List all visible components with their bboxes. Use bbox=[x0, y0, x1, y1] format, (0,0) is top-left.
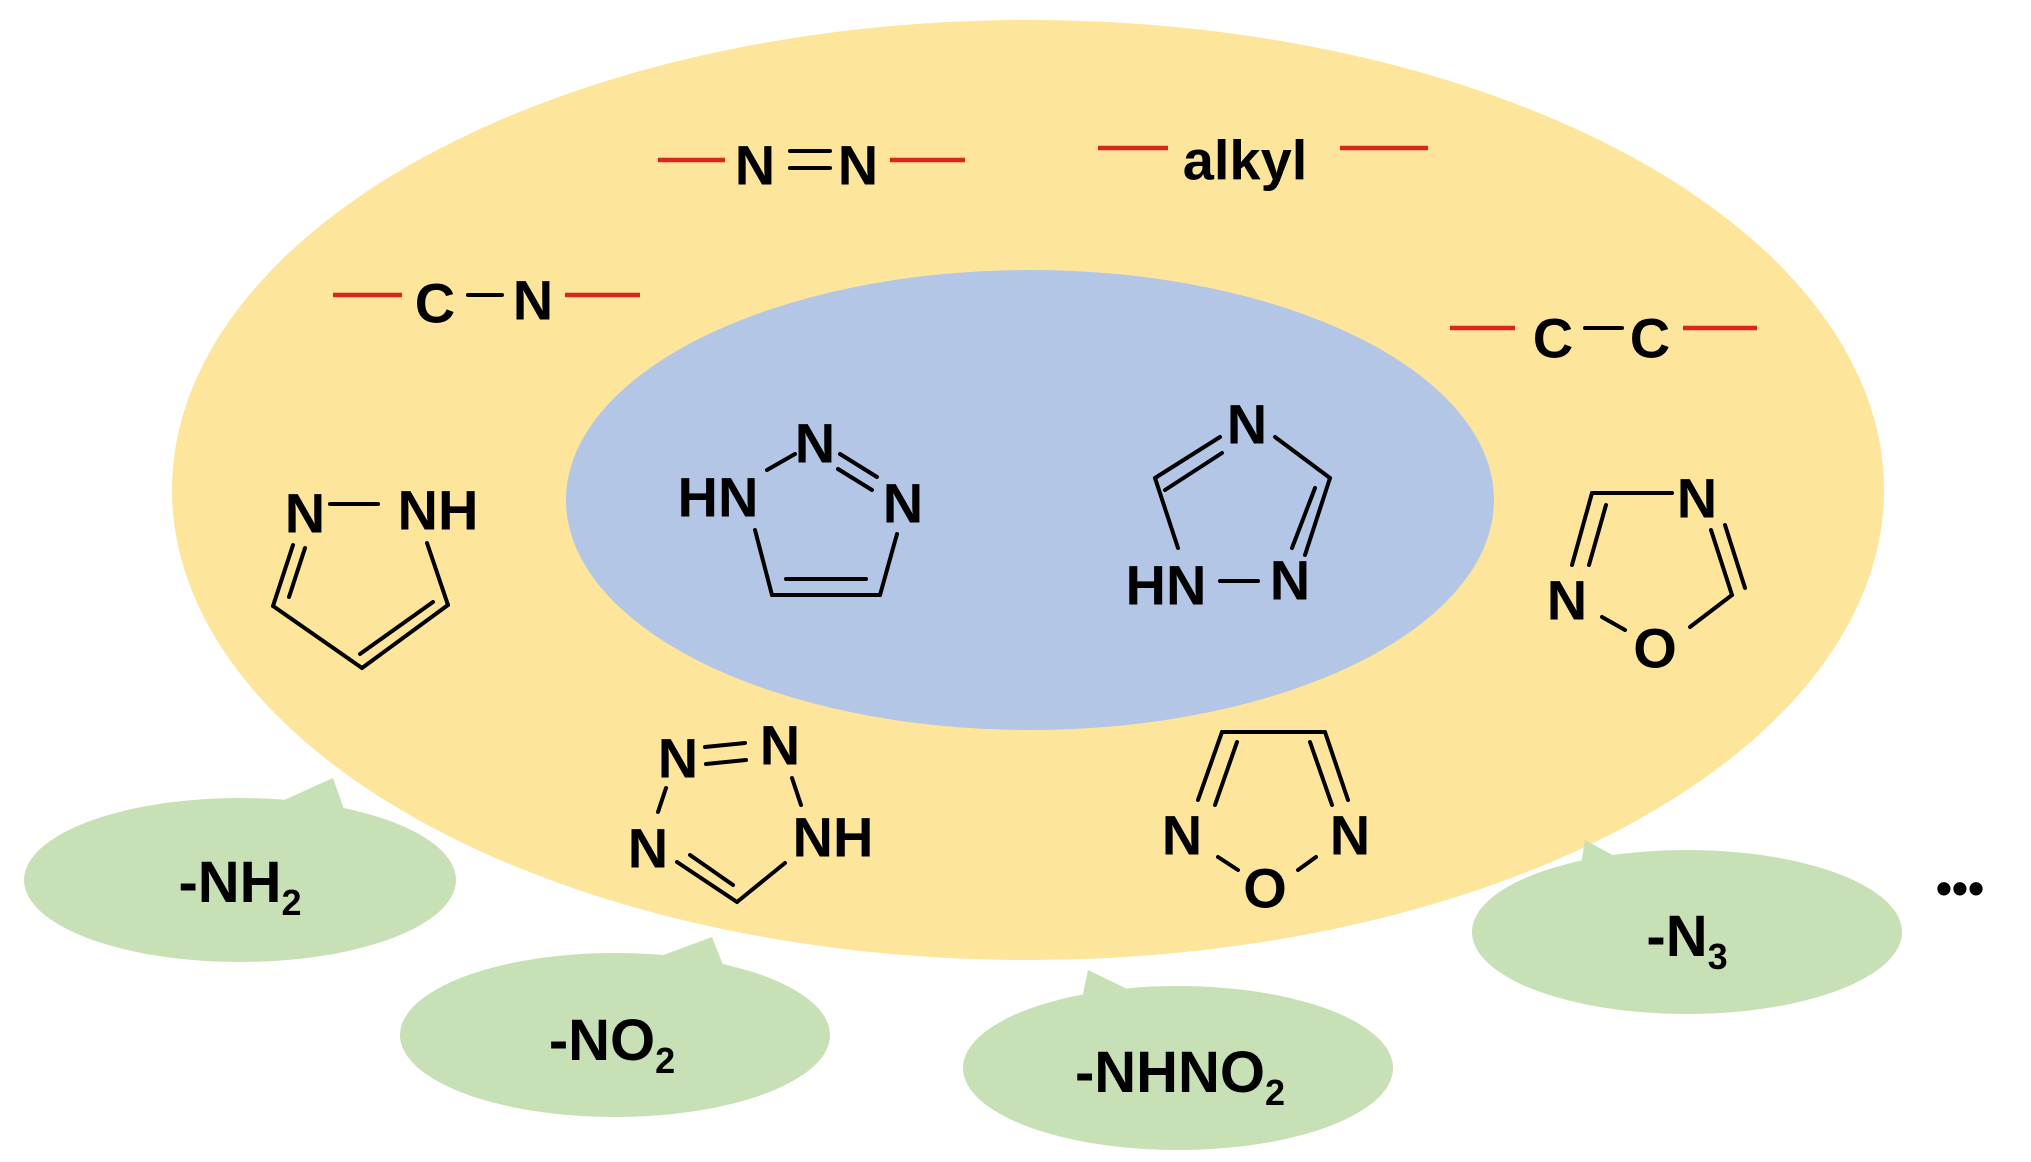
ring-triazole-124: N N HN bbox=[1126, 393, 1332, 617]
triazole123-atom-n1: N bbox=[795, 412, 835, 475]
cc-right-atom: C bbox=[1630, 307, 1670, 370]
group-label-n3: -N3 bbox=[1646, 904, 1727, 977]
group-label-nh2: -NH2 bbox=[178, 850, 301, 923]
oxadiazole-atom-o: O bbox=[1633, 617, 1677, 680]
bubble-nh2: -NH2 bbox=[24, 778, 456, 962]
azo-left-atom: N bbox=[735, 134, 775, 197]
ring-tetrazole: N N NH N bbox=[628, 714, 874, 904]
furazan-atom-o: O bbox=[1243, 857, 1287, 920]
oxadiazole-atom-n-left: N bbox=[1547, 569, 1587, 632]
ring-triazole-123: HN N N bbox=[678, 412, 923, 597]
azo-right-atom: N bbox=[838, 134, 878, 197]
ring-oxadiazole-124: N O N bbox=[1547, 467, 1747, 680]
group-label-no2: -NO2 bbox=[549, 1008, 675, 1081]
bubble-nhno2: -NHNO2 bbox=[963, 970, 1393, 1150]
cn-left-atom: C bbox=[415, 272, 455, 335]
triazole124-atom-n-right: N bbox=[1270, 549, 1310, 612]
ring-furazan: N N O bbox=[1162, 730, 1370, 920]
linker-cn: C N bbox=[333, 269, 640, 335]
pyrazole-atom-n: N bbox=[285, 482, 325, 545]
pyrazole-atom-nh: NH bbox=[398, 479, 479, 542]
ellipsis: ••• bbox=[1936, 862, 1984, 914]
linker-alkyl: alkyl bbox=[1098, 129, 1428, 192]
inner-ellipse bbox=[566, 270, 1494, 730]
ring-pyrazole: N NH bbox=[271, 479, 479, 670]
triazole124-atom-hn: HN bbox=[1126, 554, 1207, 617]
linker-cc: C C bbox=[1450, 307, 1757, 370]
triazole124-atom-n-top: N bbox=[1227, 393, 1267, 456]
triazole123-atom-n2: N bbox=[883, 472, 923, 535]
furazan-atom-n-right: N bbox=[1330, 804, 1370, 867]
bubble-n3: -N3 bbox=[1472, 840, 1902, 1014]
tetrazole-atom-n2: N bbox=[760, 714, 800, 777]
bubble-no2: -NO2 bbox=[400, 937, 830, 1117]
cn-right-atom: N bbox=[513, 269, 553, 332]
alkyl-label: alkyl bbox=[1183, 129, 1308, 192]
group-label-nhno2: -NHNO2 bbox=[1075, 1040, 1285, 1113]
triazole123-atom-hn: HN bbox=[678, 466, 759, 529]
furazan-atom-n-left: N bbox=[1162, 804, 1202, 867]
tetrazole-atom-nh: NH bbox=[793, 806, 874, 869]
linker-azo: N N bbox=[658, 134, 965, 197]
tetrazole-atom-n1: N bbox=[658, 727, 698, 790]
oxadiazole-atom-n-top: N bbox=[1677, 467, 1717, 530]
cc-left-atom: C bbox=[1533, 307, 1573, 370]
tetrazole-atom-n3: N bbox=[628, 817, 668, 880]
